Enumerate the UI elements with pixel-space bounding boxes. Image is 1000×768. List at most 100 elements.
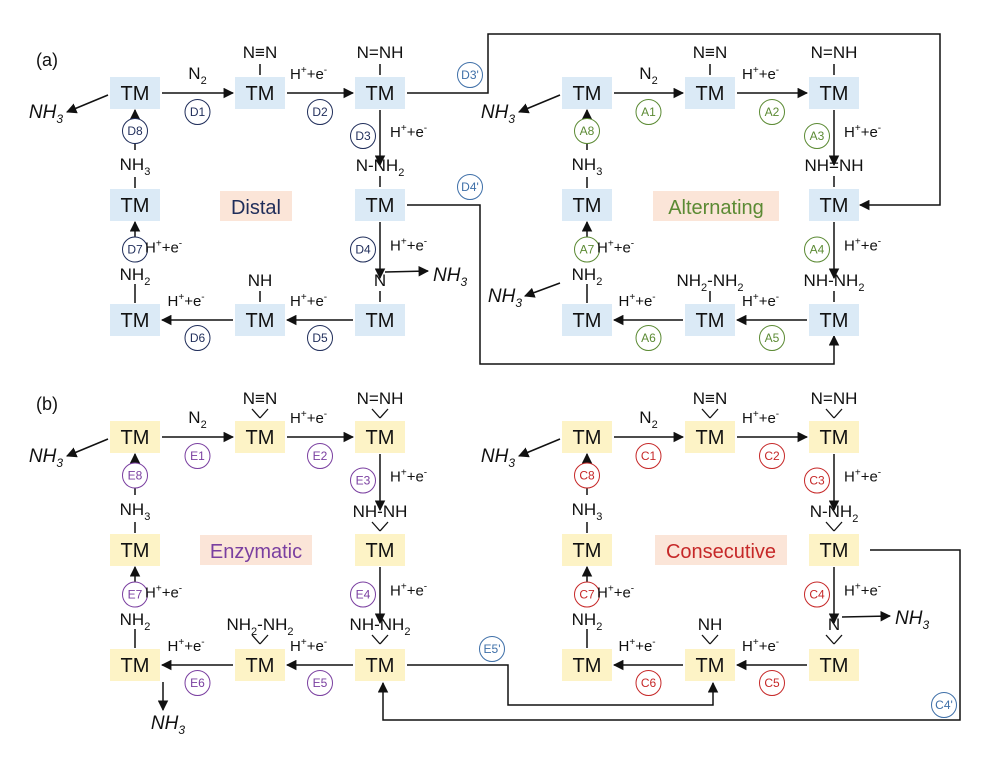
step-A5: A5 (759, 325, 785, 351)
species-consecutive-n2: N2 (639, 408, 657, 431)
species-consecutive-s2: N≡N (693, 389, 727, 408)
nh3-alternating-release: NH3 (481, 102, 515, 126)
side-on-bond (379, 408, 389, 419)
cond-alternating-3: H++e- (844, 123, 881, 141)
species-alternating-s5: NH-NH2 (804, 271, 865, 294)
svg-text:D4: D4 (355, 243, 371, 257)
svg-text:E5': E5' (484, 642, 501, 656)
tm-enzymatic-7: TM (110, 649, 160, 681)
species-distal-n2: N2 (188, 64, 206, 87)
tm-label: TM (820, 655, 849, 677)
tm-label: TM (573, 427, 602, 449)
step-E4: E4 (350, 581, 376, 608)
tm-label: TM (366, 540, 395, 562)
tm-label: TM (820, 427, 849, 449)
species-enzymatic-s7: NH2 (120, 610, 151, 633)
tm-label: TM (121, 427, 150, 449)
nh3-alternating-a7: NH3 (488, 286, 522, 310)
tm-label: TM (696, 310, 725, 332)
tm-label: TM (121, 655, 150, 677)
tm-label: TM (820, 540, 849, 562)
arrow-consecutive-nh3-out (518, 438, 561, 458)
tm-label: TM (820, 195, 849, 217)
tm-label: TM (246, 83, 275, 105)
svg-text:C5: C5 (764, 676, 780, 690)
tm-label: TM (366, 310, 395, 332)
tm-consecutive-7: TM (562, 649, 612, 681)
tm-consecutive-1: TM (562, 421, 612, 453)
side-on-bond (833, 521, 843, 532)
step-A8: A8 (574, 118, 600, 144)
step-C6: C6 (635, 670, 662, 696)
tm-consecutive-4: TM (809, 534, 859, 566)
cond-distal-2: H++e- (290, 65, 327, 83)
tm-label: TM (121, 310, 150, 332)
tm-alternating-5: TM (809, 304, 859, 336)
step-D3prime: D3' (457, 62, 483, 88)
crossover-d4 (407, 204, 840, 365)
svg-text:D7: D7 (127, 243, 143, 257)
species-alternating-s6: NH2-NH2 (676, 271, 743, 294)
step-C5: C5 (759, 670, 785, 696)
step-C8: C8 (574, 462, 600, 489)
svg-text:Enzymatic: Enzymatic (210, 541, 302, 563)
species-enzymatic-s4: NH-NH (353, 502, 408, 521)
tm-distal-7: TM (110, 304, 160, 336)
svg-text:C2: C2 (764, 449, 780, 463)
side-on-bond (701, 634, 711, 645)
cond-consecutive-3: H++e- (844, 468, 881, 486)
step-C3: C3 (804, 467, 830, 494)
step-A1: A1 (635, 99, 662, 125)
side-on-bond (709, 634, 719, 645)
nh3-consecutive-release: NH3 (481, 446, 515, 470)
species-enzymatic-s5: NH-NH2 (350, 615, 411, 638)
species-alternating-s2: N≡N (693, 43, 727, 62)
svg-text:C7: C7 (579, 588, 595, 602)
tm-label: TM (696, 83, 725, 105)
step-A3: A3 (804, 123, 830, 149)
side-on-bond (379, 521, 389, 532)
tm-enzymatic-5: TM (355, 649, 405, 681)
tm-label: TM (366, 195, 395, 217)
svg-text:Alternating: Alternating (668, 197, 764, 219)
arrow-distal-nh3-d4 (384, 265, 430, 277)
title-enzymatic: Enzymatic (200, 535, 312, 565)
tm-enzymatic-6: TM (235, 649, 285, 681)
cond-alternating-6: H++e- (619, 292, 656, 310)
tm-alternating-6: TM (685, 304, 735, 336)
svg-text:D3': D3' (461, 68, 479, 82)
arrow-consecutive-nh3-c4 (841, 610, 892, 622)
svg-text:A2: A2 (765, 105, 780, 119)
cond-enzymatic-4: H++e- (390, 582, 427, 600)
svg-text:D3: D3 (355, 129, 371, 143)
tm-enzymatic-4: TM (355, 534, 405, 566)
svg-text:E1: E1 (190, 449, 205, 463)
side-on-bond (371, 408, 381, 419)
step-D7: D7 (122, 236, 148, 263)
tm-label: TM (696, 655, 725, 677)
species-enzymatic-s6: NH2-NH2 (226, 615, 293, 638)
svg-text:A5: A5 (765, 331, 780, 345)
tm-alternating-2: TM (685, 77, 735, 109)
svg-text:D1: D1 (190, 105, 206, 119)
side-on-bond (701, 408, 711, 419)
species-enzymatic-s3: N=NH (357, 389, 404, 408)
svg-text:C8: C8 (579, 469, 595, 483)
species-distal-s6: NH (248, 271, 273, 290)
tm-label: TM (573, 655, 602, 677)
tm-distal-8: TM (110, 189, 160, 221)
tm-label: TM (696, 427, 725, 449)
step-C4: C4 (804, 581, 830, 608)
svg-text:C3: C3 (809, 474, 825, 488)
step-E5: E5 (307, 670, 333, 696)
svg-text:A8: A8 (580, 124, 595, 138)
step-C1: C1 (635, 443, 662, 469)
tm-label: TM (820, 83, 849, 105)
species-distal-s5: N (374, 271, 386, 290)
tm-label: TM (820, 310, 849, 332)
title-alternating: Alternating (653, 191, 779, 221)
cond-distal-5: H++e- (290, 292, 327, 310)
nh3-distal-d4: NH3 (433, 265, 467, 289)
